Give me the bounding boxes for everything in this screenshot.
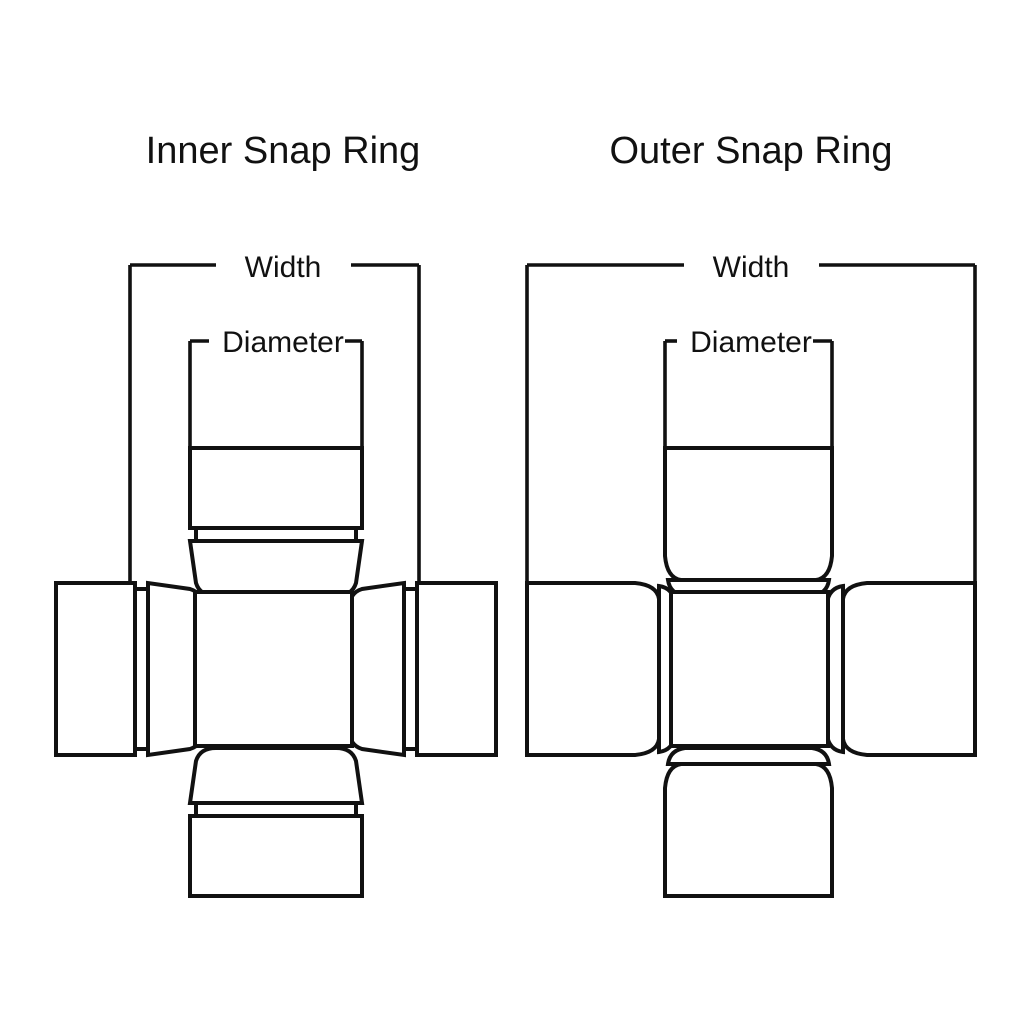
cap-left-body [54, 581, 137, 757]
panel-outer-snap-ring: Outer Snap Ring Width Diameter [525, 130, 977, 898]
cross-body-center-inner [193, 590, 354, 748]
cap-right-body-outer [841, 581, 977, 757]
panel-inner-snap-ring: Inner Snap Ring Width Diameter [54, 130, 498, 898]
cap-right-shoulder [347, 580, 406, 758]
diameter-label-inner: Diameter [222, 326, 344, 359]
cross-body-center-outer [669, 590, 830, 748]
bearing-cap-left-inner [54, 580, 205, 758]
bearing-cap-top-outer [663, 446, 834, 598]
bearing-cap-bottom-inner [187, 746, 365, 898]
cap-right-body [415, 581, 498, 757]
cap-left-body-outer [525, 581, 661, 757]
bearing-cap-right-outer [825, 581, 977, 757]
cap-top-shoulder [187, 539, 365, 598]
panel-title-inner: Inner Snap Ring [146, 130, 421, 172]
diameter-label-outer: Diameter [690, 326, 812, 359]
diameter-dimension-outer: Diameter [663, 326, 834, 448]
cap-top-body-outer [663, 446, 834, 582]
cap-top-body [188, 446, 364, 530]
cap-bottom-shoulder [187, 746, 365, 805]
bearing-cap-left-outer [525, 581, 677, 757]
width-label-outer: Width [713, 251, 790, 284]
width-dimension-outer: Width [525, 251, 977, 585]
bearing-cap-right-inner [347, 580, 498, 758]
diameter-dimension-inner: Diameter [188, 326, 364, 448]
panel-title-outer: Outer Snap Ring [609, 130, 892, 172]
cap-bottom-body-outer [663, 762, 834, 898]
bearing-cap-top-inner [187, 446, 365, 598]
bearing-cap-bottom-outer [663, 746, 834, 898]
width-dimension-inner: Width [128, 251, 421, 585]
width-label-inner: Width [245, 251, 322, 284]
cap-bottom-body [188, 814, 364, 898]
cap-bottom-lip-outer [665, 746, 832, 766]
